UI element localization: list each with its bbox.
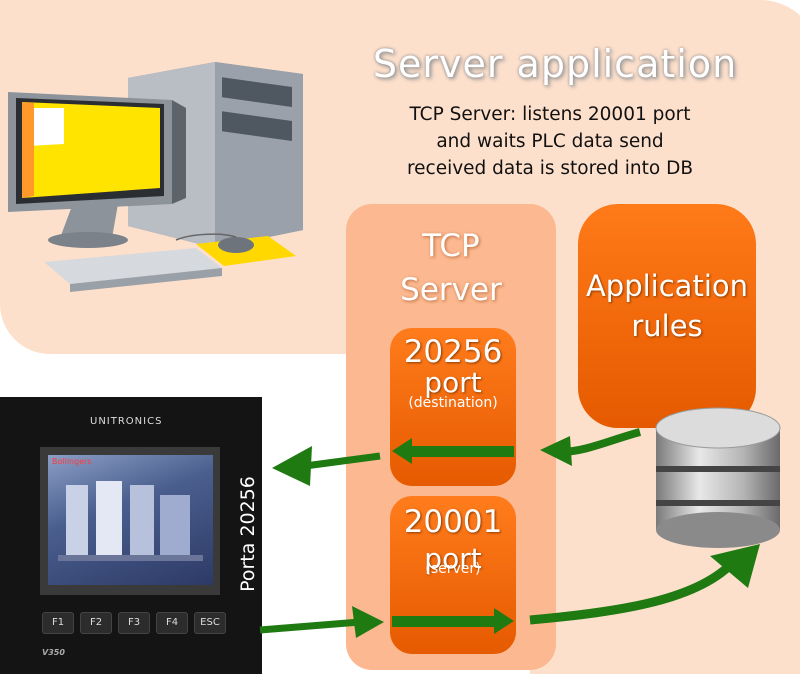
plc-key-esc[interactable]: ESC <box>194 612 226 634</box>
plc-screen-tag: Bollingers <box>52 457 92 466</box>
plc-screen: Bollingers <box>48 455 213 585</box>
plc-model: V350 <box>42 648 65 657</box>
description-line-1: TCP Server: listens 20001 port <box>409 104 691 125</box>
server-application-title: Server application <box>372 42 738 86</box>
port-20256-number: 20256 <box>403 334 503 370</box>
application-rules-line2: rules <box>631 309 703 343</box>
port-20001-word: port <box>424 542 482 575</box>
port-20256-role: (destination) <box>408 395 498 411</box>
plc-screen-image <box>58 481 203 561</box>
arrow-port-to-db-line <box>529 556 739 625</box>
arrow-server-to-plc-head <box>272 446 312 486</box>
application-rules-label: Application rules <box>578 266 756 346</box>
arrow-port-20001-head <box>494 608 514 634</box>
plc-key-f1[interactable]: F1 <box>42 612 74 634</box>
arrow-plc-to-server-line <box>259 618 361 634</box>
arrow-port-20256-head <box>392 438 412 464</box>
arrow-db-to-port-head <box>540 436 572 466</box>
application-rules-line1: Application <box>585 269 749 303</box>
port-20001-role: (server) <box>425 561 481 577</box>
plc-brand: UNITRONICS <box>90 416 163 427</box>
arrow-port-20001-inner <box>392 616 496 627</box>
tcp-server-title: TCP Server <box>346 224 556 312</box>
arrow-port-20256-inner <box>406 446 514 457</box>
port-20256-word: port <box>424 366 482 399</box>
plc-key-f2[interactable]: F2 <box>80 612 112 634</box>
plc-key-f4[interactable]: F4 <box>156 612 188 634</box>
port-20001-number: 20001 <box>403 504 503 540</box>
plc-key-f3[interactable]: F3 <box>118 612 150 634</box>
application-rules-box <box>578 204 756 428</box>
arrow-plc-to-server-head <box>352 606 384 638</box>
tcp-server-title-line2: Server <box>400 272 502 308</box>
description-line-2: and waits PLC data send <box>436 131 664 152</box>
tcp-server-title-line1: TCP <box>422 228 480 264</box>
description-line-3: received data is stored into DB <box>406 158 694 179</box>
arrow-port-to-db-head <box>710 544 760 588</box>
arrow-db-to-port-line <box>559 428 642 456</box>
arrow-server-to-plc-line <box>304 452 381 470</box>
